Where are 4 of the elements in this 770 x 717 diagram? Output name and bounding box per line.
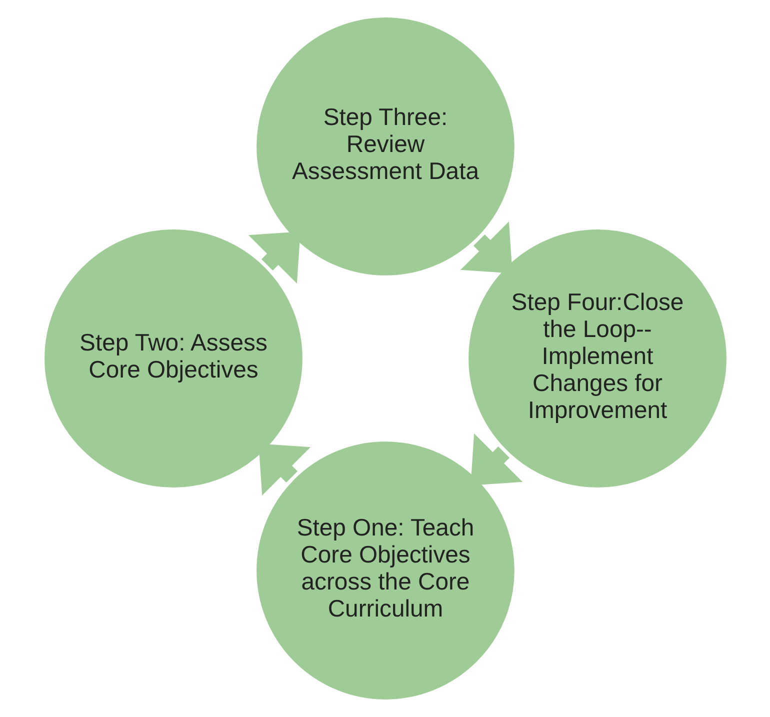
arrow [460,221,512,274]
arrow [258,444,310,496]
arrow [248,232,300,284]
arrow [470,433,522,486]
